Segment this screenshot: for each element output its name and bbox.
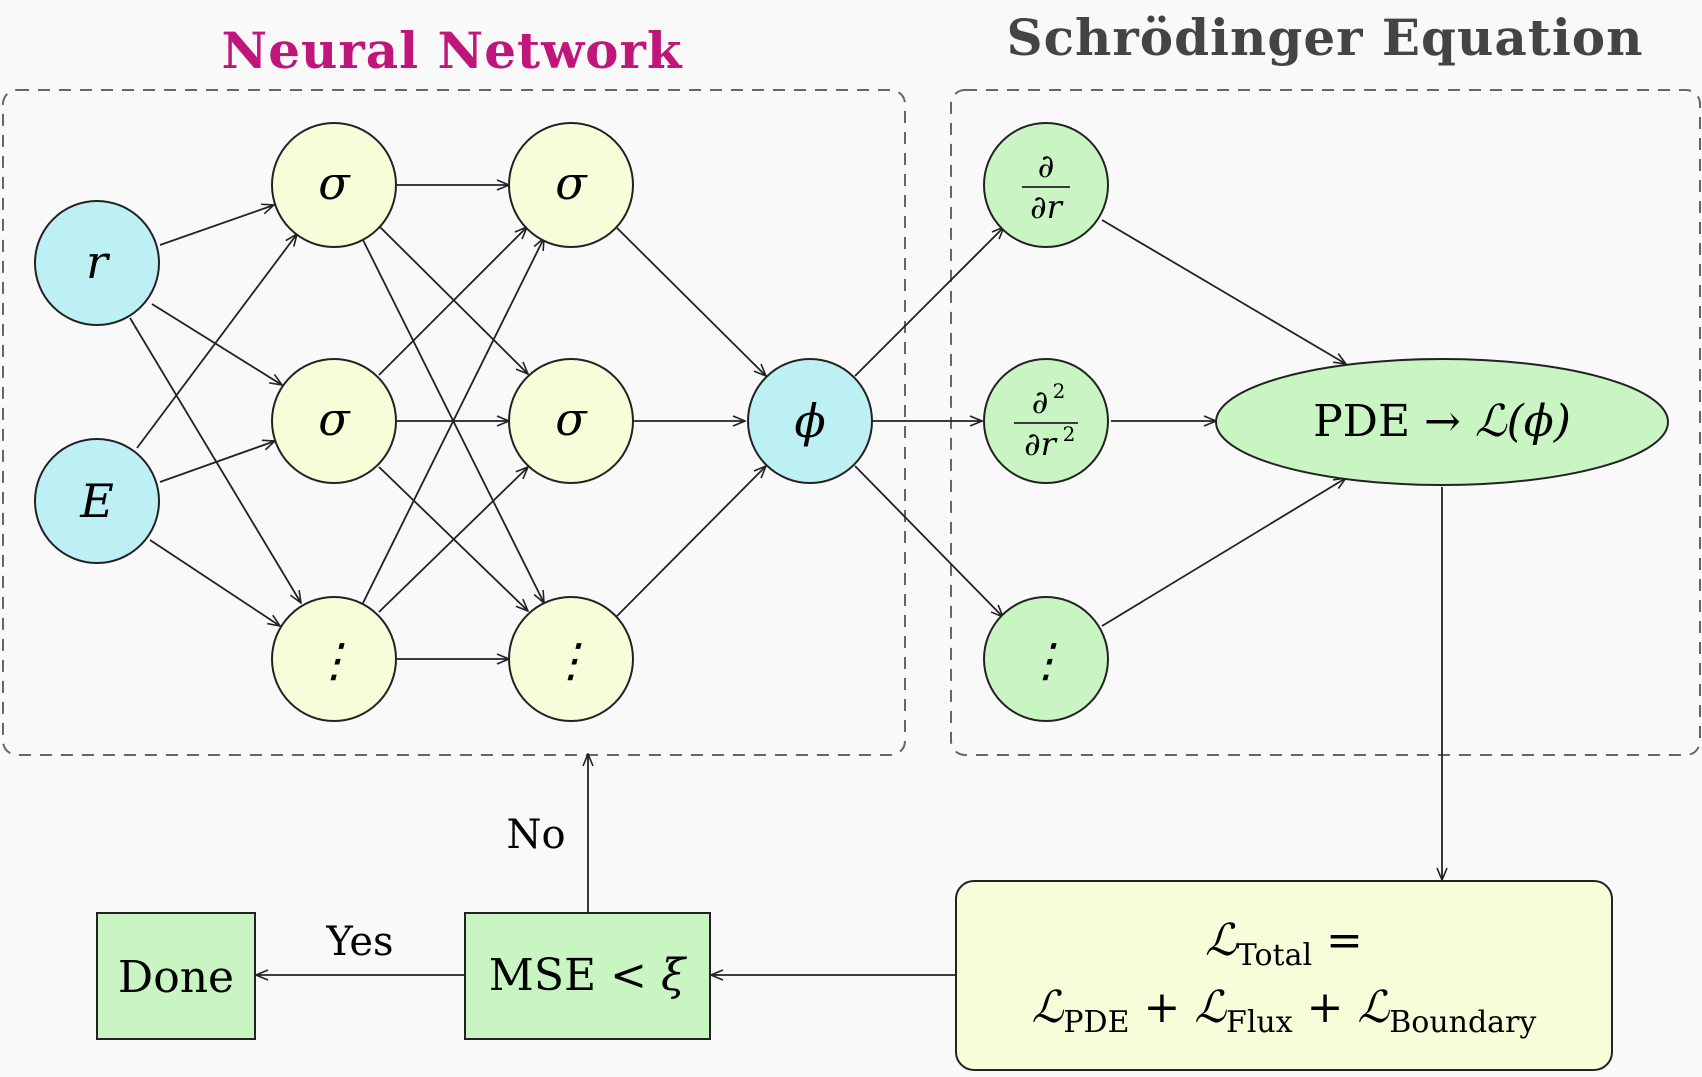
hidden-node-1-1-label: σ: [318, 156, 351, 210]
total-loss-box: ℒTotal = ℒPDE + ℒFlux + ℒBoundary: [955, 880, 1613, 1071]
edge-d1-pde: [1101, 219, 1346, 364]
schrodinger-equation-title: Schrödinger Equation: [1006, 8, 1643, 67]
loss-boundary-subscript: Boundary: [1389, 1005, 1536, 1040]
plus-2: +: [1293, 982, 1358, 1033]
edge-h12-h21: [378, 227, 527, 376]
derivative-dots-node: ⋮: [983, 596, 1109, 722]
plus-1: +: [1129, 982, 1194, 1033]
hidden-node-2-2: σ: [508, 358, 634, 484]
hidden-node-2-3-label: ⋮: [548, 633, 594, 687]
second-derivative-denominator-exponent: 2: [1063, 422, 1076, 446]
loss-pde-subscript: PDE: [1063, 1005, 1129, 1040]
mse-decision-threshold: ξ: [661, 950, 688, 1001]
total-loss-symbol: ℒ: [1205, 915, 1238, 966]
derivative-dots-label: ⋮: [1023, 633, 1069, 687]
edge-h13-h21: [361, 238, 544, 606]
total-loss-equals: =: [1312, 915, 1363, 966]
loss-boundary-symbol: ℒ: [1358, 982, 1391, 1033]
loss-flux-symbol: ℒ: [1194, 982, 1227, 1033]
total-loss-line-1: ℒTotal =: [1205, 915, 1363, 973]
edge-e-h12: [159, 441, 275, 483]
edge-h13-h22: [378, 467, 528, 613]
edge-e-h13: [149, 539, 280, 626]
hidden-node-2-2-label: σ: [555, 392, 588, 446]
loss-flux-subscript: Flux: [1226, 1005, 1293, 1040]
mse-decision-prefix: MSE <: [489, 950, 661, 1001]
edge-phi-d3: [854, 465, 1003, 617]
pde-loss-node: PDE → ℒ(ϕ): [1215, 358, 1669, 486]
pde-loss-prefix: PDE →: [1313, 396, 1475, 447]
edge-r-h13: [129, 317, 301, 603]
second-derivative-node: ∂ 2 ∂r 2: [983, 358, 1109, 484]
edges: [129, 185, 1442, 975]
no-label: No: [506, 812, 565, 858]
edge-r-h12: [151, 303, 282, 385]
second-derivative-denominator: ∂r: [1024, 425, 1058, 463]
hidden-node-1-3-label: ⋮: [311, 633, 357, 687]
loss-pde-symbol: ℒ: [1032, 982, 1065, 1033]
total-loss-subscript: Total: [1237, 938, 1312, 973]
mse-decision-label: MSE < ξ: [489, 950, 688, 1001]
output-node-phi-label: ϕ: [794, 394, 825, 448]
hidden-node-1-2: σ: [271, 358, 397, 484]
hidden-node-1-2-label: σ: [318, 392, 351, 446]
output-node-phi: ϕ: [747, 358, 873, 484]
input-node-r-label: r: [86, 235, 111, 289]
schrodinger-group: [950, 89, 1701, 756]
yes-label: Yes: [325, 919, 393, 965]
first-derivative-denominator: ∂r: [1030, 188, 1064, 226]
hidden-node-1-3: ⋮: [271, 596, 397, 722]
neural-network-title: Neural Network: [222, 21, 683, 80]
hidden-node-2-3: ⋮: [508, 596, 634, 722]
input-node-r: r: [34, 200, 160, 326]
edge-h23-phi: [615, 466, 766, 618]
done-label: Done: [118, 952, 234, 1003]
hidden-node-2-1: σ: [508, 122, 634, 248]
pde-loss-argument: (ϕ): [1507, 396, 1571, 447]
first-derivative-numerator: ∂: [1038, 147, 1055, 185]
edge-d3-pde: [1101, 478, 1346, 627]
total-loss-line-2: ℒPDE + ℒFlux + ℒBoundary: [1032, 982, 1537, 1040]
mse-decision-box: MSE < ξ: [464, 912, 711, 1040]
input-node-e: E: [34, 438, 160, 564]
hidden-node-2-1-label: σ: [555, 156, 588, 210]
pde-loss-symbol: ℒ: [1475, 396, 1508, 447]
second-derivative-numerator: ∂: [1032, 383, 1049, 421]
edge-e-h11: [136, 234, 297, 449]
done-box: Done: [96, 912, 256, 1040]
input-node-e-label: E: [79, 474, 114, 528]
pde-loss-label: PDE → ℒ(ϕ): [1313, 396, 1571, 447]
edge-r-h11: [159, 205, 274, 246]
hidden-node-1-1: σ: [271, 122, 397, 248]
edge-phi-d1: [854, 227, 1004, 377]
first-derivative-node: ∂ ∂r: [983, 122, 1109, 248]
edge-h21-phi: [615, 226, 766, 376]
second-derivative-numerator-exponent: 2: [1053, 379, 1066, 403]
